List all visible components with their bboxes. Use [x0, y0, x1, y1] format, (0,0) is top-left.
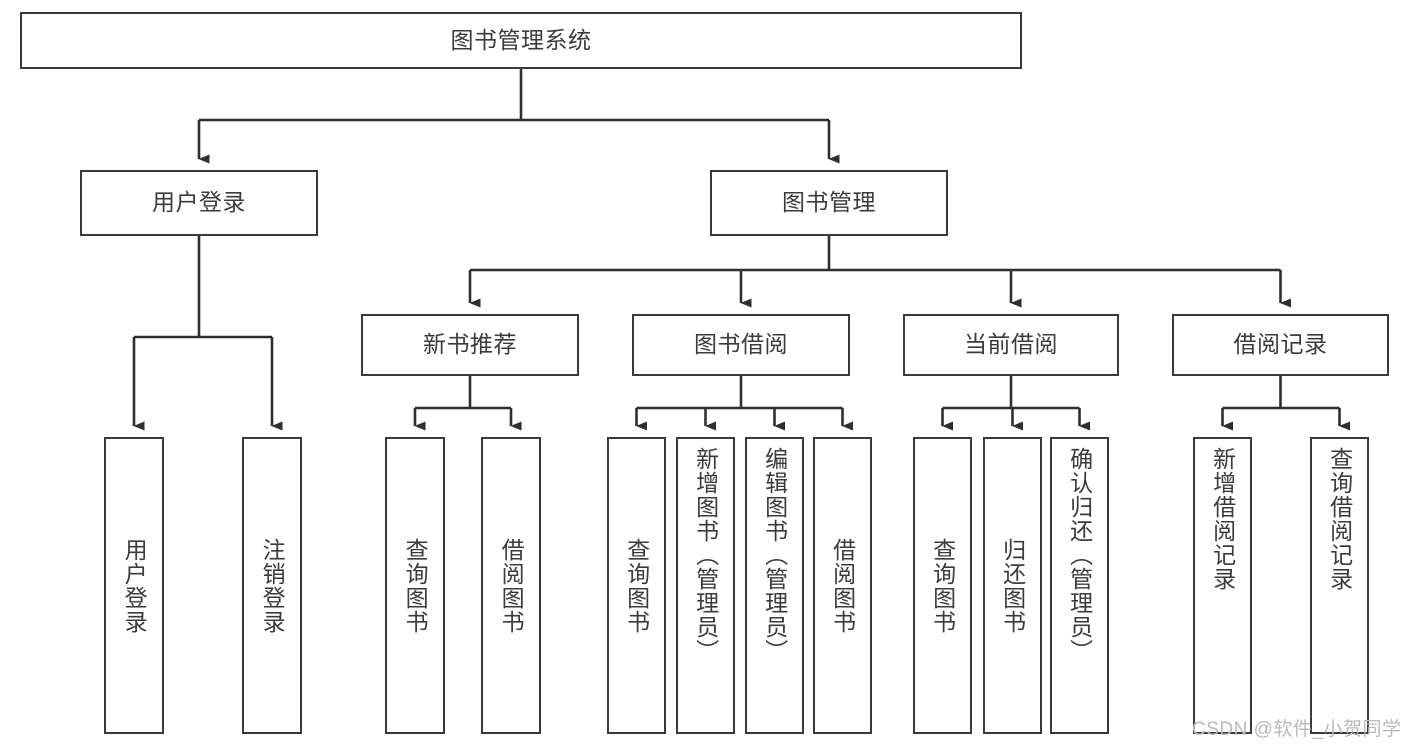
- node-leaf-edit-book[interactable]: 编辑图书（管理员）: [745, 437, 804, 734]
- node-label: 图书管理: [782, 189, 876, 216]
- csdn-watermark: CSDN @软件_小贺同学: [1192, 719, 1402, 740]
- node-label: 用户登录: [121, 537, 148, 634]
- node-leaf-query-1[interactable]: 查询图书: [385, 437, 445, 734]
- node-label: 用户登录: [152, 189, 246, 216]
- node-label: 图书管理系统: [450, 26, 592, 53]
- node-label: 归还图书: [999, 537, 1026, 634]
- node-leaf-confirm[interactable]: 确认归还（管理员）: [1050, 437, 1109, 734]
- node-book-manage[interactable]: 图书管理: [710, 170, 948, 236]
- node-label: 当前借阅: [964, 331, 1058, 358]
- node-leaf-return[interactable]: 归还图书: [983, 437, 1042, 734]
- node-borrow-record[interactable]: 借阅记录: [1172, 314, 1389, 376]
- node-label: 查询图书: [402, 537, 429, 634]
- node-new-book-rec[interactable]: 新书推荐: [361, 314, 579, 376]
- node-label: 确认归还（管理员）: [1066, 447, 1093, 663]
- node-leaf-user-login[interactable]: 用户登录: [104, 437, 164, 734]
- node-label: 注销登录: [259, 537, 286, 634]
- node-book-borrow[interactable]: 图书借阅: [632, 314, 850, 376]
- node-root[interactable]: 图书管理系统: [20, 12, 1022, 69]
- node-leaf-borrow-2[interactable]: 借阅图书: [813, 437, 872, 734]
- node-leaf-query-rec[interactable]: 查询借阅记录: [1310, 437, 1369, 734]
- node-label: 新书推荐: [423, 331, 517, 358]
- node-leaf-add-book[interactable]: 新增图书（管理员）: [676, 437, 735, 734]
- node-label: 新增借阅记录: [1209, 447, 1236, 591]
- node-leaf-borrow-1[interactable]: 借阅图书: [481, 437, 541, 734]
- node-leaf-query-2[interactable]: 查询图书: [607, 437, 666, 734]
- node-label: 查询借阅记录: [1326, 447, 1353, 591]
- node-label: 查询图书: [929, 537, 956, 634]
- node-label: 图书借阅: [694, 331, 788, 358]
- node-leaf-logout[interactable]: 注销登录: [242, 437, 302, 734]
- node-leaf-query-3[interactable]: 查询图书: [913, 437, 972, 734]
- node-label: 借阅图书: [829, 537, 856, 634]
- node-label: 借阅记录: [1233, 331, 1328, 358]
- node-label: 新增图书（管理员）: [692, 447, 719, 663]
- node-current-borrow[interactable]: 当前借阅: [903, 314, 1119, 376]
- node-label: 查询图书: [623, 537, 650, 634]
- node-user-login[interactable]: 用户登录: [80, 170, 318, 236]
- node-label: 编辑图书（管理员）: [761, 447, 788, 663]
- node-label: 借阅图书: [498, 537, 525, 634]
- node-leaf-add-rec[interactable]: 新增借阅记录: [1193, 437, 1252, 734]
